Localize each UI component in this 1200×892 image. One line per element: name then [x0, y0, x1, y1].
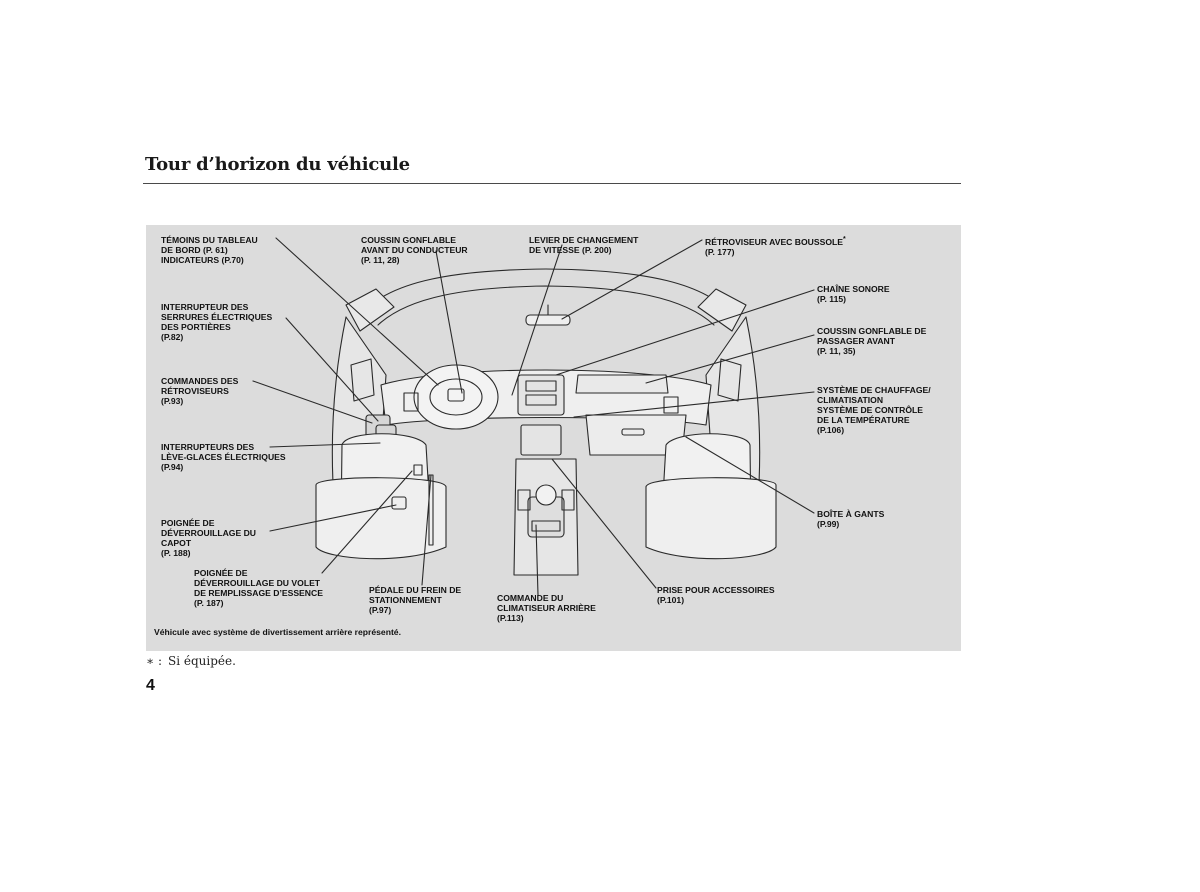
page-title: Tour d’horizon du véhicule	[145, 154, 410, 175]
steering-wheel	[413, 364, 499, 430]
title-rule	[143, 183, 961, 184]
label-compass-mirror: RÉTROVISEUR AVEC BOUSSOLE* (P. 177)	[705, 236, 846, 257]
label-parking-brake: PÉDALE DU FREIN DE STATIONNEMENT (P.97)	[369, 585, 462, 615]
label-door-locks: INTERRUPTEUR DES SERRURES ÉLECTRIQUES DE…	[161, 302, 273, 342]
rearview-mirror	[525, 314, 571, 326]
windshield-frame	[357, 268, 735, 318]
vehicle-diagram-panel: TÉMOINS DU TABLEAU DE BORD (P. 61) INDIC…	[146, 225, 961, 651]
label-fuel-door-release: POIGNÉE DE DÉVERROUILLAGE DU VOLET DE RE…	[194, 568, 323, 608]
label-driver-airbag: COUSSIN GONFLABLE AVANT DU CONDUCTEUR (P…	[361, 235, 468, 265]
footnote: ∗ : Si équipée.	[146, 654, 236, 668]
page-number: 4	[146, 677, 155, 694]
label-mirror-controls: COMMANDES DES RÉTROVISEURS (P.93)	[161, 376, 239, 406]
label-power-windows: INTERRUPTEURS DES LÈVE-GLACES ÉLECTRIQUE…	[161, 442, 286, 472]
label-accessory-socket: PRISE POUR ACCESSOIRES (P.101)	[657, 585, 775, 605]
label-shift-lever: LEVIER DE CHANGEMENT DE VITESSE (P. 200)	[529, 235, 639, 255]
label-rear-climate: COMMANDE DU CLIMATISEUR ARRIÈRE (P.113)	[497, 593, 596, 623]
label-climate-system: SYSTÈME DE CHAUFFAGE/ CLIMATISATION SYST…	[817, 385, 931, 435]
label-glove-box: BOÎTE À GANTS (P.99)	[817, 509, 885, 529]
label-passenger-airbag: COUSSIN GONFLABLE DE PASSAGER AVANT (P. …	[817, 326, 927, 356]
label-dashboard-indicators: TÉMOINS DU TABLEAU DE BORD (P. 61) INDIC…	[161, 235, 258, 265]
footnote-text: Si équipée.	[168, 654, 236, 668]
diagram-caption: Véhicule avec système de divertissement …	[154, 627, 401, 637]
footnote-mark: ∗ :	[146, 654, 163, 668]
label-hood-release: POIGNÉE DE DÉVERROUILLAGE DU CAPOT (P. 1…	[161, 518, 257, 558]
vehicle-interior-illustration	[252, 237, 815, 596]
windshield-inner	[377, 285, 715, 326]
label-audio-system: CHAÎNE SONORE (P. 115)	[817, 284, 890, 304]
